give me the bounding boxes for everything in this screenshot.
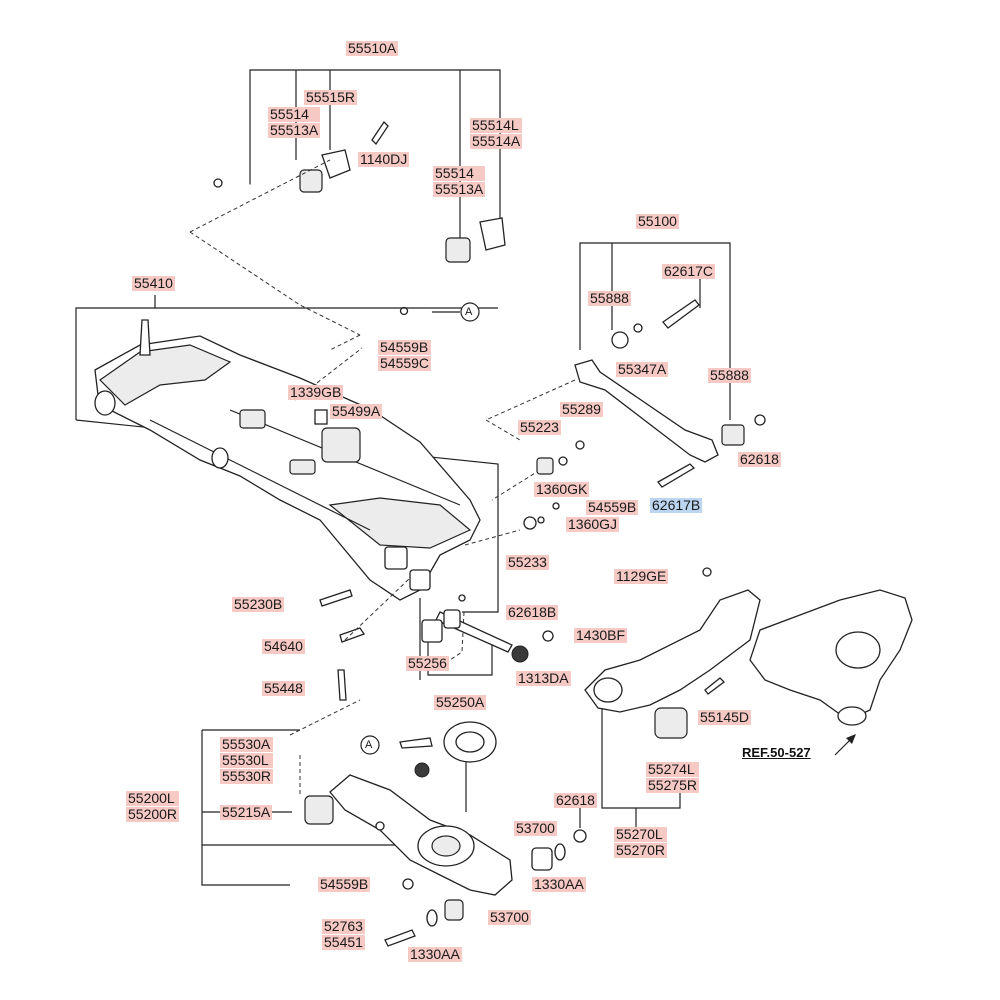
label-54640[interactable]: 54640 xyxy=(262,638,305,654)
label-62618-upper[interactable]: 62618 xyxy=(738,451,781,467)
label-55289[interactable]: 55289 xyxy=(560,401,603,417)
label-54559B-lower[interactable]: 54559B xyxy=(318,876,371,892)
label-1360GK[interactable]: 1360GK xyxy=(534,481,590,497)
label-55888-lower[interactable]: 55888 xyxy=(708,367,751,383)
label-55223[interactable]: 55223 xyxy=(518,419,561,435)
crossmember-group xyxy=(75,295,499,661)
label-1330AA-lower[interactable]: 1330AA xyxy=(408,946,462,962)
label-55448[interactable]: 55448 xyxy=(262,680,305,696)
label-55230B[interactable]: 55230B xyxy=(232,596,285,612)
circle-a-bottom-text: A xyxy=(365,739,373,751)
lower-arm-group xyxy=(201,699,566,947)
label-62618B[interactable]: 62618B xyxy=(506,604,559,620)
label-53700-lower[interactable]: 53700 xyxy=(488,909,531,925)
label-55515R[interactable]: 55515R xyxy=(304,89,358,105)
label-1330AA-upper[interactable]: 1330AA xyxy=(532,876,586,892)
reference-circle-a-top xyxy=(460,302,480,322)
label-55145D[interactable]: 55145D xyxy=(698,709,752,725)
trailing-arm-group xyxy=(573,567,913,843)
label-62617C[interactable]: 62617C xyxy=(662,263,716,279)
label-1313DA[interactable]: 1313DA xyxy=(516,670,571,686)
label-62618-lower[interactable]: 62618 xyxy=(554,792,597,808)
reference-circle-a-bottom xyxy=(360,735,380,755)
label-55410[interactable]: 55410 xyxy=(132,275,175,291)
bracket-right xyxy=(479,217,506,251)
label-1140DJ[interactable]: 1140DJ xyxy=(358,151,410,167)
label-55888-upper[interactable]: 55888 xyxy=(588,290,631,306)
label-1430BF[interactable]: 1430BF xyxy=(574,627,628,643)
label-55510A[interactable]: 55510A xyxy=(346,40,399,56)
label-1339GB[interactable]: 1339GB xyxy=(288,384,344,400)
label-55250A[interactable]: 55250A xyxy=(434,694,487,710)
label-53700-upper[interactable]: 53700 xyxy=(514,820,557,836)
bracket-left xyxy=(321,149,351,179)
label-54559B-mid[interactable]: 54559B xyxy=(586,499,639,515)
stabilizer-bar-group xyxy=(189,69,506,351)
lower-link-group xyxy=(319,577,554,701)
bushing-right xyxy=(445,237,471,263)
label-55100[interactable]: 55100 xyxy=(636,213,679,229)
label-55215A[interactable]: 55215A xyxy=(220,804,273,820)
label-55256[interactable]: 55256 xyxy=(406,655,449,671)
label-62617B[interactable]: 62617B xyxy=(650,497,703,513)
label-1129GE[interactable]: 1129GE xyxy=(614,568,669,584)
label-ref-50-527[interactable]: REF.50-527 xyxy=(742,745,811,760)
upper-arm-group xyxy=(464,242,766,546)
label-1360GJ[interactable]: 1360GJ xyxy=(566,516,620,532)
circle-a-top-text: A xyxy=(465,306,473,318)
label-55347A[interactable]: 55347A xyxy=(616,361,669,377)
label-55499A[interactable]: 55499A xyxy=(330,403,383,419)
label-55233[interactable]: 55233 xyxy=(506,554,549,570)
